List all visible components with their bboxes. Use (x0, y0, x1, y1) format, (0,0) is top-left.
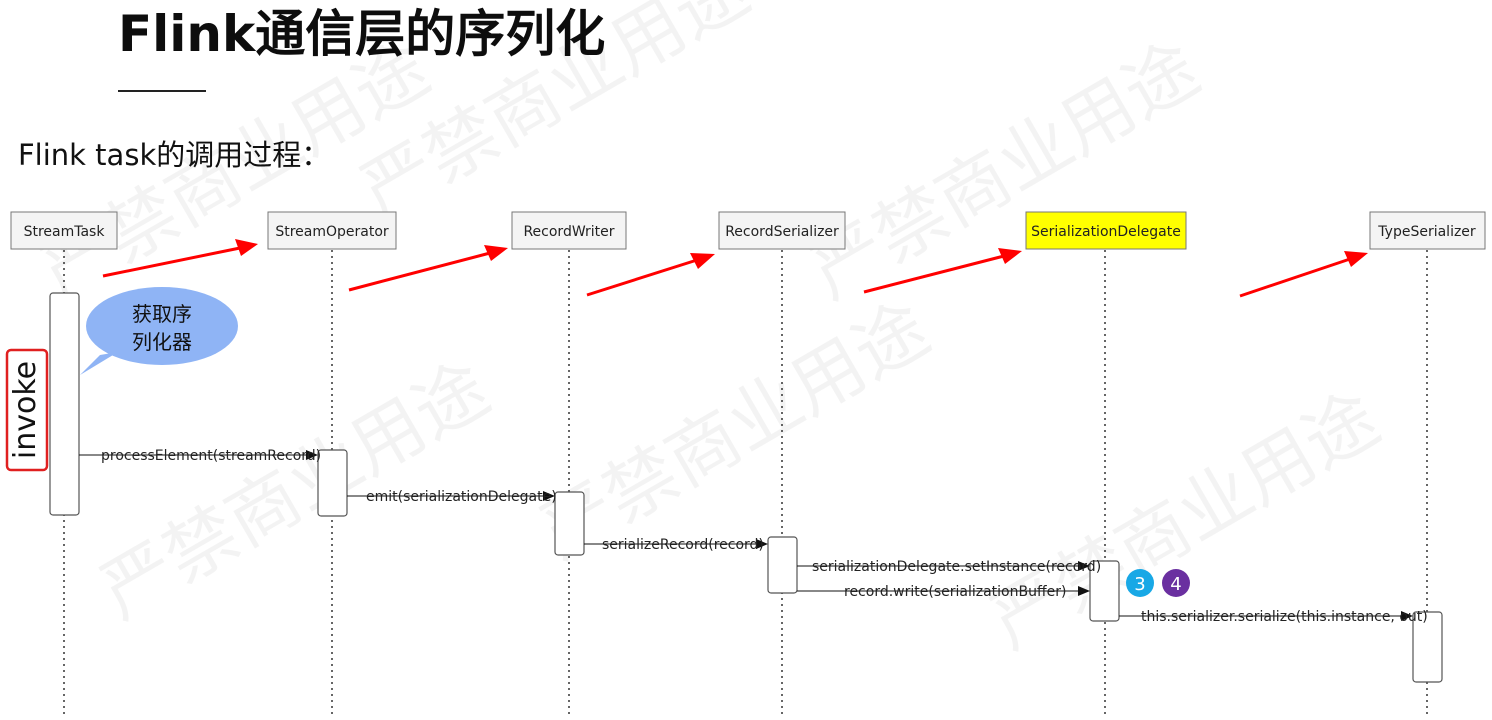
participant-label: StreamTask (24, 224, 106, 240)
participant-label: SerializationDelegate (1031, 224, 1181, 240)
message-record-write: record.write(serializationBuffer) (797, 584, 1090, 600)
invoke-label: invoke (8, 361, 43, 459)
step-badge-4: 4 (1162, 569, 1190, 597)
message-label: emit(serializationDelegate) (366, 489, 557, 505)
participant-label: RecordWriter (523, 224, 614, 240)
message-label: processElement(streamRecord) (101, 448, 321, 464)
step-badge-3: 3 (1126, 569, 1154, 597)
activation-streamtask (49, 292, 80, 516)
slide-subtitle: Flink task的调用过程： (18, 138, 331, 172)
red-arrow (863, 248, 1022, 294)
participant-streamoperator[interactable]: StreamOperator (267, 211, 397, 250)
watermark-text: 严禁商业用途 (797, 26, 1213, 315)
message-label: serializeRecord(record) (602, 537, 764, 553)
red-arrow (586, 253, 715, 297)
title-underline (118, 90, 206, 92)
message-emit: emit(serializationDelegate) (347, 489, 557, 505)
red-arrow (348, 245, 508, 292)
participant-label: RecordSerializer (725, 224, 839, 240)
participant-recordwriter[interactable]: RecordWriter (511, 211, 627, 250)
participant-label: StreamOperator (275, 224, 389, 240)
activation-recordwriter (554, 491, 585, 556)
message-serialize-record: serializeRecord(record) (584, 537, 768, 553)
activation-streamoperator (317, 449, 348, 517)
red-flow-arrows (102, 239, 1368, 298)
slide-title: Flink通信层的序列化 (118, 5, 606, 63)
message-label: serializationDelegate.setInstance(record… (812, 559, 1101, 575)
callout-line-2: 列化器 (132, 330, 192, 354)
badge-label: 3 (1134, 574, 1145, 595)
message-serializer-serialize: this.serializer.serialize(this.instance,… (1119, 609, 1428, 625)
message-process-element: processElement(streamRecord) (79, 448, 321, 464)
participant-recordserializer[interactable]: RecordSerializer (718, 211, 846, 250)
invoke-label-box: invoke (5, 348, 49, 472)
badge-label: 4 (1170, 574, 1181, 595)
watermark-text: 严禁商业用途 (527, 286, 943, 575)
message-label: this.serializer.serialize(this.instance,… (1141, 609, 1428, 625)
activation-serializationdelegate (1089, 560, 1120, 622)
red-arrow (102, 239, 258, 278)
activation-recordserializer (767, 536, 798, 594)
message-set-instance: serializationDelegate.setInstance(record… (797, 559, 1101, 575)
activation-typeserializer (1412, 611, 1443, 683)
callout-bubble: 获取序 列化器 (80, 287, 238, 375)
participant-typeserializer[interactable]: TypeSerializer (1369, 211, 1486, 250)
activations (49, 292, 1443, 683)
message-label: record.write(serializationBuffer) (844, 584, 1066, 600)
red-arrow (1239, 251, 1368, 298)
participant-serializationdelegate[interactable]: SerializationDelegate (1025, 211, 1187, 250)
callout-line-1: 获取序 (132, 302, 192, 326)
participant-streamtask[interactable]: StreamTask (10, 211, 118, 250)
participant-label: TypeSerializer (1377, 224, 1476, 240)
